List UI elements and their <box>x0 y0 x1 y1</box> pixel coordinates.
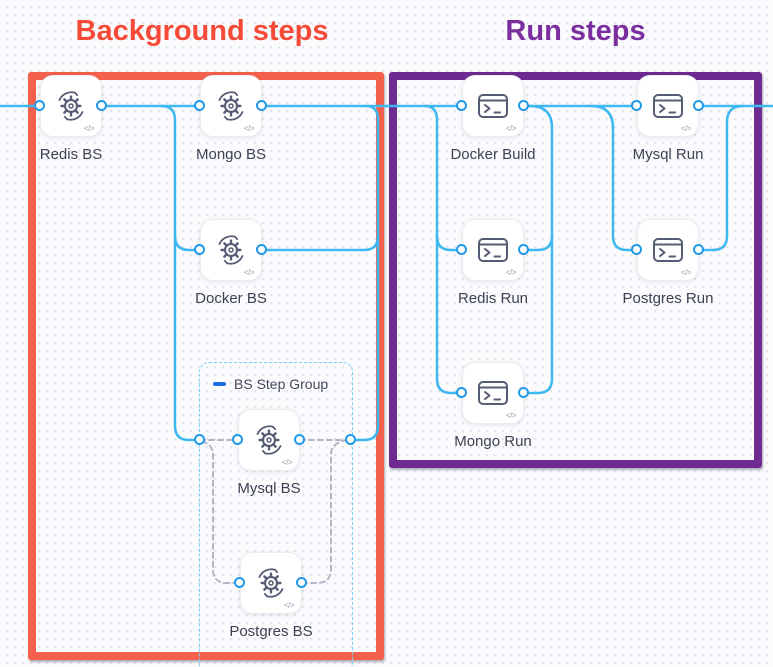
port[interactable] <box>693 244 704 255</box>
port[interactable] <box>631 100 642 111</box>
node-mongo-bs[interactable]: </> <box>200 75 262 137</box>
background-steps-title: Background steps <box>75 15 329 47</box>
code-badge-icon: </> <box>283 601 295 610</box>
terminal-icon <box>478 238 508 262</box>
port[interactable] <box>518 244 529 255</box>
node-mysql-run[interactable]: </> <box>637 75 699 137</box>
edge-dockerbs-out <box>260 234 380 252</box>
code-badge-icon: </> <box>680 124 692 133</box>
port[interactable] <box>518 100 529 111</box>
port[interactable] <box>34 100 45 111</box>
code-badge-icon: </> <box>281 458 293 467</box>
node-mysql-bs[interactable]: </> <box>238 409 300 471</box>
edge-redisrun-out <box>522 234 554 252</box>
port[interactable] <box>456 100 467 111</box>
node-docker-build[interactable]: </> <box>462 75 524 137</box>
bs-step-group-label: BS Step Group <box>234 376 329 392</box>
gear-sync-icon <box>58 91 84 121</box>
port[interactable] <box>232 434 243 445</box>
code-badge-icon: </> <box>243 124 255 133</box>
port[interactable] <box>194 434 205 445</box>
port[interactable] <box>256 244 267 255</box>
port[interactable] <box>631 244 642 255</box>
edge-run-out-bus <box>522 104 554 395</box>
node-postgres-run[interactable]: </> <box>637 219 699 281</box>
run-steps-title: Run steps <box>505 15 646 47</box>
port[interactable] <box>294 434 305 445</box>
port[interactable] <box>518 387 529 398</box>
node-redis-run[interactable]: </> <box>462 219 524 281</box>
port[interactable] <box>194 100 205 111</box>
collapse-icon[interactable] <box>213 382 226 386</box>
node-label-redis-bs: Redis BS <box>39 146 103 163</box>
port[interactable] <box>345 434 356 445</box>
code-badge-icon: </> <box>505 124 517 133</box>
edge-postgresrun-in <box>589 104 639 252</box>
gear-sync-icon <box>218 235 244 265</box>
node-label-docker-build: Docker Build <box>450 146 536 163</box>
node-label-mongo-run: Mongo Run <box>454 433 532 450</box>
gear-sync-icon <box>256 425 282 455</box>
run-steps-frame <box>389 72 762 468</box>
edge-redisrun-in <box>435 234 464 252</box>
port[interactable] <box>296 577 307 588</box>
port[interactable] <box>234 577 245 588</box>
node-postgres-bs[interactable]: </> <box>240 552 302 614</box>
code-badge-icon: </> <box>505 411 517 420</box>
port[interactable] <box>96 100 107 111</box>
gear-sync-icon <box>218 91 244 121</box>
node-label-postgres-bs: Postgres BS <box>229 623 313 640</box>
port[interactable] <box>194 244 205 255</box>
port[interactable] <box>693 100 704 111</box>
node-redis-bs[interactable]: </> <box>40 75 102 137</box>
node-mongo-run[interactable]: </> <box>462 362 524 424</box>
terminal-icon <box>478 94 508 118</box>
code-badge-icon: </> <box>83 124 95 133</box>
node-docker-bs[interactable]: </> <box>200 219 262 281</box>
port[interactable] <box>456 244 467 255</box>
node-label-redis-run: Redis Run <box>457 290 529 307</box>
edge-postgresrun-out <box>697 104 745 252</box>
edge-postgresbs-out <box>301 439 352 584</box>
node-label-postgres-run: Postgres Run <box>622 290 714 307</box>
port[interactable] <box>456 387 467 398</box>
gear-sync-icon <box>258 568 284 598</box>
edge-left-bus <box>159 104 202 442</box>
node-label-mongo-bs: Mongo BS <box>195 146 267 163</box>
code-badge-icon: </> <box>505 268 517 277</box>
bs-step-group-header[interactable]: BS Step Group <box>213 376 328 392</box>
code-badge-icon: </> <box>680 268 692 277</box>
edge-dockerbs-in <box>173 234 202 252</box>
terminal-icon <box>653 94 683 118</box>
terminal-icon <box>478 381 508 405</box>
bs-step-group: BS Step Group <box>199 362 353 667</box>
node-label-mysql-bs: Mysql BS <box>237 480 301 497</box>
terminal-icon <box>653 238 683 262</box>
port[interactable] <box>256 100 267 111</box>
code-badge-icon: </> <box>243 268 255 277</box>
edge-run-in-bus <box>423 104 464 395</box>
node-label-mysql-run: Mysql Run <box>632 146 704 163</box>
node-label-docker-bs: Docker BS <box>195 290 267 307</box>
edge-merge-bus <box>349 104 380 442</box>
edge-postgresbs-in <box>201 440 241 584</box>
